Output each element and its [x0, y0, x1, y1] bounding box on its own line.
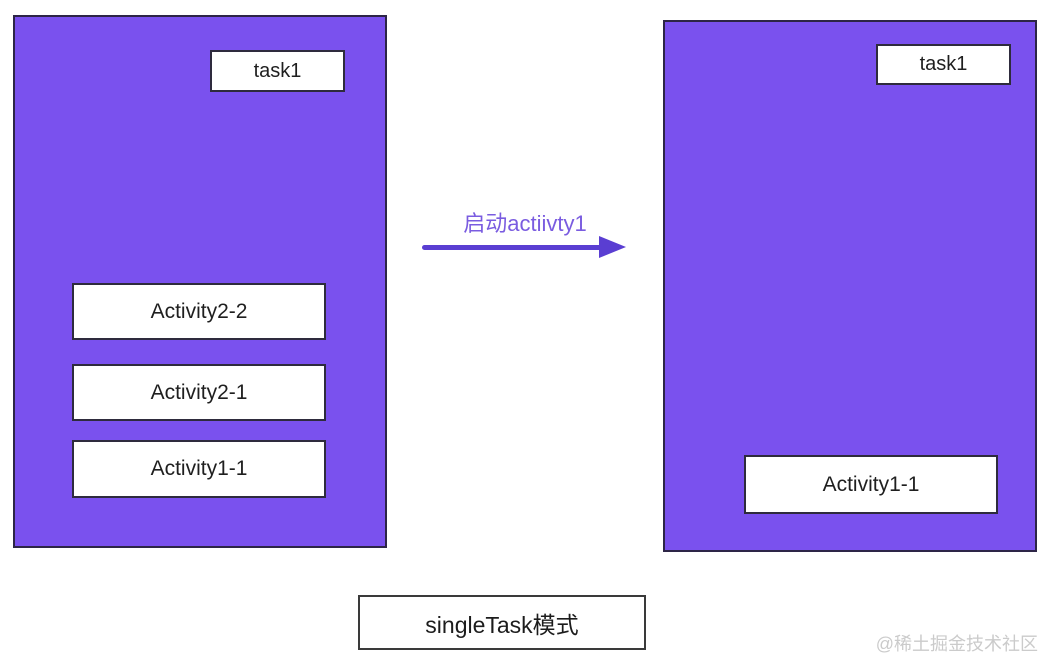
right-task-title: task1: [876, 44, 1011, 85]
activity-card: Activity2-1: [72, 364, 326, 421]
arrow-line: [422, 245, 605, 250]
activity-card: Activity2-2: [72, 283, 326, 340]
activity-card: Activity1-1: [72, 440, 326, 498]
caption-box: singleTask模式: [358, 595, 646, 650]
right-task-box: task1 Activity1-1: [663, 20, 1037, 552]
activity-card: Activity1-1: [744, 455, 998, 514]
watermark-text: @稀土掘金技术社区: [875, 634, 1038, 654]
left-task-title: task1: [210, 50, 345, 92]
arrow-head-icon: [599, 236, 626, 258]
left-task-box: task1 Activity2-2 Activity2-1 Activity1-…: [13, 15, 387, 548]
arrow-label: 启动actiivty1: [463, 211, 587, 236]
